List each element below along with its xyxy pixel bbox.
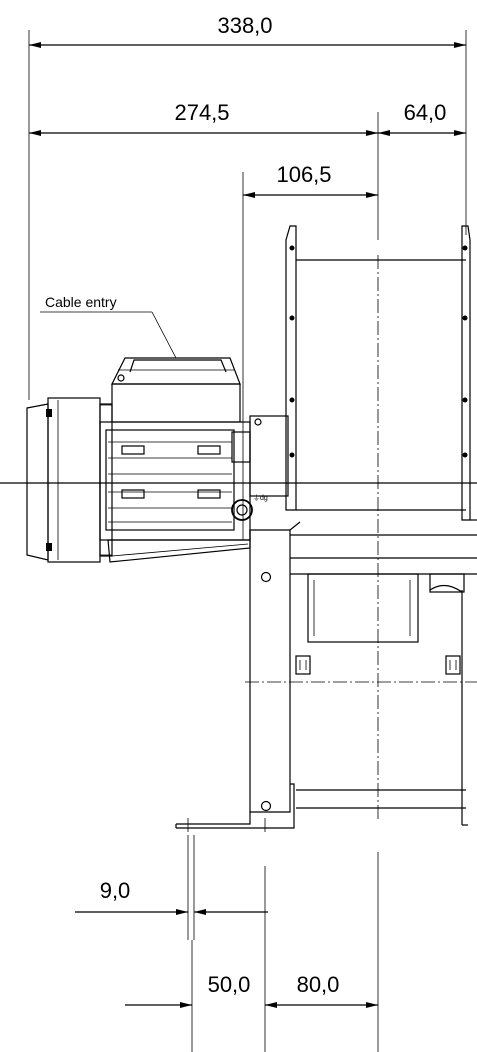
dim-body-label: 274,5 <box>174 100 229 125</box>
center-lines <box>0 255 477 820</box>
motor <box>26 357 289 563</box>
earth-terminal: ⏚dg <box>231 494 268 521</box>
dimension-motor-offset: 106,5 <box>242 162 378 540</box>
cable-entry-label: Cable entry <box>45 294 117 310</box>
dim-overall-label: 338,0 <box>217 13 272 38</box>
dim-foot-width-label: 50,0 <box>208 972 251 997</box>
fan-housing <box>285 225 477 826</box>
dimension-foot-thickness: 9,0 <box>75 835 268 940</box>
earth-mark-label: ⏚dg <box>253 494 268 502</box>
dim-foot-thickness-label: 9,0 <box>100 878 131 903</box>
dimension-foot-and-center: 50,0 80,0 <box>125 852 379 1052</box>
dim-outlet-label: 64,0 <box>404 100 447 125</box>
dimension-body-and-outlet: 274,5 64,0 <box>29 100 466 240</box>
dim-foot-center-label: 80,0 <box>297 972 340 997</box>
dimension-overall: 338,0 <box>28 13 467 400</box>
dim-motor-offset-label: 106,5 <box>276 162 331 187</box>
cable-entry-callout: Cable entry <box>40 294 177 359</box>
support-bracket <box>175 521 301 832</box>
